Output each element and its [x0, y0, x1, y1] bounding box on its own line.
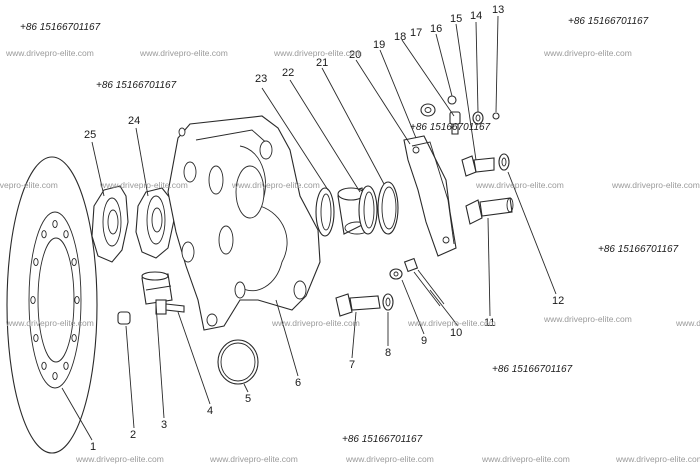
watermark-phone-3: +86 15166701167 [96, 80, 177, 91]
watermark-phone-4: +86 15166701167 [410, 122, 491, 133]
watermark-site-19: www.drivepro-elite.com [615, 454, 700, 464]
part-bush [117, 311, 131, 325]
callout-12: 12 [552, 295, 564, 307]
part-caliper-carrier [167, 115, 321, 331]
disc-bolt-hole [71, 257, 77, 267]
part-small-bolt [155, 299, 185, 315]
disc-bolt-hole [63, 361, 69, 370]
watermark-site-2: www.drivepro-elite.com [139, 48, 228, 58]
watermark-site-18: www.drivepro-elite.com [481, 454, 570, 464]
part-ball-13 [492, 112, 500, 120]
callout-20: 20 [349, 49, 361, 61]
callout-6: 6 [295, 377, 301, 389]
callout-1: 1 [90, 441, 96, 453]
callout-21: 21 [316, 57, 328, 69]
part-bleed-screw [403, 257, 445, 307]
callout-13: 13 [492, 4, 504, 16]
part-dust-seal [315, 187, 335, 237]
callout-16: 16 [430, 23, 442, 35]
watermark-site-10: www.drivepro-elite.com [5, 318, 94, 328]
watermark-site-1: www.drivepro-elite.com [5, 48, 94, 58]
watermark-phone-1: +86 15166701167 [20, 22, 101, 33]
watermarks: +86 15166701167 +86 15166701167 +86 1516… [0, 16, 700, 464]
disc-bolt-hole [52, 371, 58, 381]
watermark-phone-2: +86 15166701167 [568, 16, 649, 27]
watermark-phone-5: +86 15166701167 [598, 244, 679, 255]
part-star-hub-25 [91, 185, 129, 263]
part-bolt-7 [335, 293, 381, 317]
watermark-site-4: www.drivepro-elite.com [543, 48, 632, 58]
watermark-site-12: www.drivepro-elite.com [407, 318, 496, 328]
callout-23: 23 [255, 73, 267, 85]
watermark-site-15: www.drivepro-elite.com [75, 454, 164, 464]
watermark-site-14: www.drivepro-elite.com [675, 318, 700, 328]
watermark-site-13: www.drivepro-elite.com [543, 314, 632, 324]
callout-3: 3 [161, 419, 167, 431]
watermark-site-6: www.drivepro-elite.com [99, 180, 188, 190]
watermark-phone-7: +86 15166701167 [342, 434, 423, 445]
callout-labels: 1 2 3 4 5 6 7 8 9 10 11 12 13 14 15 16 1… [84, 4, 564, 453]
callout-15: 15 [450, 13, 462, 25]
disc-bolt-hole [71, 333, 77, 343]
part-long-bolt [465, 197, 514, 225]
part-retaining-ring [377, 181, 399, 235]
callout-5: 5 [245, 393, 251, 405]
callout-18: 18 [394, 31, 406, 43]
part-guide-sleeve [141, 271, 173, 305]
callout-24: 24 [128, 115, 140, 127]
disc-bolt-hole [33, 257, 39, 267]
callout-14: 14 [470, 10, 482, 22]
part-brake-pad [403, 135, 457, 257]
part-pin-17 [449, 111, 461, 135]
part-o-ring [217, 339, 259, 385]
disc-bolt-hole [63, 230, 69, 239]
watermark-site-8: www.drivepro-elite.com [475, 180, 564, 190]
callout-4: 4 [207, 405, 213, 417]
disc-bolt-hole [41, 361, 47, 370]
part-washer-9 [389, 268, 403, 280]
watermark-site-17: www.drivepro-elite.com [345, 454, 434, 464]
watermark-site-3: www.drivepro-elite.com [273, 48, 362, 58]
part-brake-disc [6, 156, 98, 454]
part-short-bolt [461, 155, 495, 177]
callout-8: 8 [385, 347, 391, 359]
disc-bolt-hole [41, 230, 47, 239]
watermark-site-16: www.drivepro-elite.com [209, 454, 298, 464]
callout-22: 22 [282, 67, 294, 79]
watermark-site-7: www.drivepro-elite.com [231, 180, 320, 190]
callout-7: 7 [349, 359, 355, 371]
disc-bolt-hole [33, 333, 39, 343]
part-star-hub-24 [135, 187, 175, 259]
part-washer-12 [498, 153, 510, 171]
watermark-site-5: www.drivepro-elite.com [0, 180, 58, 190]
callout-19: 19 [373, 39, 385, 51]
callout-17: 17 [410, 27, 422, 39]
disc-bolt-hole [52, 219, 58, 229]
disc-bolt-hole [74, 295, 80, 305]
callout-10: 10 [450, 327, 462, 339]
part-washer-8 [382, 293, 394, 311]
watermark-site-11: www.drivepro-elite.com [271, 318, 360, 328]
callout-2: 2 [130, 429, 136, 441]
callout-9: 9 [421, 335, 427, 347]
callout-11: 11 [484, 317, 495, 329]
watermark-site-9: www.drivepro-elite.com [611, 180, 700, 190]
watermark-phone-6: +86 15166701167 [492, 364, 573, 375]
callout-25: 25 [84, 129, 96, 141]
part-nut-18 [420, 103, 436, 117]
part-washer-16 [447, 95, 457, 105]
part-piston-seal [358, 185, 378, 235]
leader-lines [61, 15, 557, 441]
disc-bolt-hole [30, 295, 36, 305]
